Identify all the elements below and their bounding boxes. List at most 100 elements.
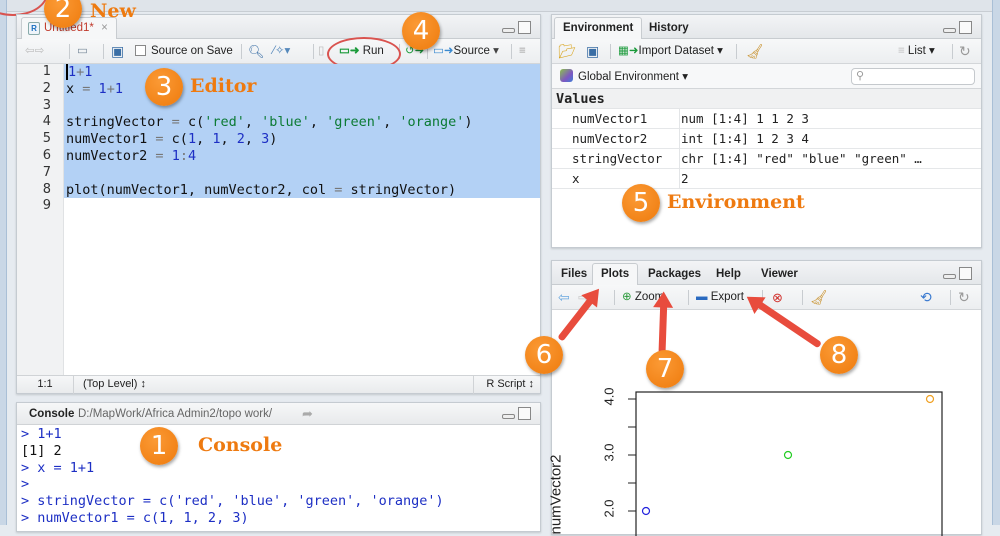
annotation-badge-7: 7 xyxy=(646,350,684,388)
code-line-2: x = 1+1 xyxy=(64,80,540,98)
maximize-icon[interactable] xyxy=(959,21,972,34)
import-dataset-button[interactable]: ▦➜Import Dataset ▾ xyxy=(618,45,723,57)
code-line-3 xyxy=(64,97,540,115)
environment-window-controls[interactable] xyxy=(943,21,975,35)
environment-search-input[interactable]: ⚲ xyxy=(851,68,975,85)
export-image-icon: ▬ xyxy=(696,291,708,303)
global-environment-dropdown[interactable]: Global Environment ▾ xyxy=(560,69,688,83)
outline-icon[interactable]: ≡ xyxy=(519,45,526,57)
annotation-badge-4: 4 xyxy=(402,12,440,50)
window-top-strip xyxy=(7,0,992,12)
editor-window-controls[interactable] xyxy=(502,21,534,35)
minimize-icon[interactable] xyxy=(502,414,515,419)
source-on-save-checkbox[interactable]: Source on Save xyxy=(135,43,233,60)
maximize-icon[interactable] xyxy=(518,407,531,420)
console-line: > x = 1+1 xyxy=(21,459,95,476)
code-line-7 xyxy=(64,164,540,182)
environment-toolbar: 📂︎ ▣ ▦➜Import Dataset ▾ 🧹︎ ≡ List ▾ ↻ xyxy=(552,39,981,64)
line-number-gutter: 1 2 3 4 5 6 7 8 9 xyxy=(17,64,64,375)
list-view-button[interactable]: ≡ List ▾ xyxy=(898,45,935,57)
annotation-badge-1: 1 xyxy=(140,427,178,465)
source-arrow-icon: ▭➜ xyxy=(433,45,454,57)
scatter-plot xyxy=(628,391,943,536)
tab-packages[interactable]: Packages xyxy=(648,268,702,280)
code-line-4: stringVector = c('red', 'blue', 'green',… xyxy=(64,114,540,132)
refresh-icon[interactable]: ↻ xyxy=(959,43,971,59)
back-arrow-icon[interactable]: ⇦⇨ xyxy=(25,45,45,57)
code-line-8: plot(numVector1, numVector2, col = strin… xyxy=(64,181,540,199)
minimize-icon[interactable] xyxy=(502,28,515,33)
minimize-icon[interactable] xyxy=(943,274,956,279)
cursor-position: 1:1 xyxy=(37,378,53,390)
environment-scope-bar: Global Environment ▾ ⚲ xyxy=(552,64,981,89)
tab-help[interactable]: Help xyxy=(716,268,741,280)
file-type-selector[interactable]: R Script ↕ xyxy=(486,378,534,390)
tab-untitled1[interactable]: R Untitled1* × xyxy=(21,17,117,39)
close-tab-icon[interactable]: × xyxy=(101,22,108,34)
go-to-directory-icon[interactable]: ➦ xyxy=(302,406,313,421)
code-line-5: numVector1 = c(1, 1, 2, 3) xyxy=(64,131,540,148)
console-header: Console D:/MapWork/Africa Admin2/topo wo… xyxy=(17,403,540,425)
editor-toolbar: ⇦⇨ ▭ ▣ Source on Save 🔍︎ ⁄✧▾ ▯ ▭➜ Run ↺➜… xyxy=(17,39,540,64)
y-axis-label: numVector2 xyxy=(547,454,565,535)
editor-tabbar: R Untitled1* × xyxy=(17,15,540,39)
console-path: D:/MapWork/Africa Admin2/topo work/ xyxy=(78,408,273,420)
y-tick-2: 2.0 xyxy=(601,499,617,518)
clear-plots-broom-icon[interactable]: 🧹︎ xyxy=(810,289,828,305)
source-button[interactable]: ▭➜Source ▾ xyxy=(433,45,499,57)
code-editor[interactable]: 1+1 x = 1+1 stringVector = c('red', 'blu… xyxy=(64,64,540,215)
open-folder-icon[interactable]: 📂︎ xyxy=(558,43,576,59)
values-section-header: Values xyxy=(552,89,981,109)
code-line-1: 1+1 xyxy=(64,64,540,81)
annotation-badge-8: 8 xyxy=(820,336,858,374)
console-line: > numVector1 = c(1, 1, 2, 3) xyxy=(21,509,249,526)
save-icon[interactable]: ▣ xyxy=(111,43,125,59)
y-tick-4: 4.0 xyxy=(601,387,617,406)
console-title: Console xyxy=(29,408,75,420)
remove-plot-icon[interactable]: ⊗ xyxy=(772,290,783,305)
annotation-label-new: New xyxy=(90,0,136,22)
annotation-label-console: Console xyxy=(198,434,283,456)
refresh-icon[interactable]: ↻ xyxy=(958,289,970,305)
console-pane: Console D:/MapWork/Africa Admin2/topo wo… xyxy=(16,402,541,532)
code-line-6: numVector2 = 1:4 xyxy=(64,147,540,165)
tab-plots[interactable]: Plots xyxy=(592,263,639,285)
tab-environment[interactable]: Environment xyxy=(554,17,643,39)
minimize-icon[interactable] xyxy=(943,28,956,33)
console-window-controls[interactable] xyxy=(502,407,534,421)
maximize-icon[interactable] xyxy=(518,21,531,34)
compile-icon[interactable]: ▯ xyxy=(318,45,325,57)
save-workspace-icon[interactable]: ▣ xyxy=(586,43,600,59)
tab-history[interactable]: History xyxy=(649,22,689,34)
previous-plot-icon[interactable]: ⇦ xyxy=(558,289,570,305)
plots-tabbar: Files Plots Packages Help Viewer xyxy=(552,261,981,285)
plots-window-controls[interactable] xyxy=(943,267,975,281)
plot-canvas: 4.0 3.0 2.0 numVector2 xyxy=(548,310,981,536)
code-tools-wand-icon[interactable]: ⁄✧▾ xyxy=(273,45,291,57)
code-line-9 xyxy=(64,198,540,215)
plots-pane: Files Plots Packages Help Viewer ⇦ ⇨ ⊕ Z… xyxy=(548,260,982,536)
publish-icon[interactable]: ⟲ xyxy=(920,289,932,305)
console-line: > 1+1 xyxy=(21,426,62,442)
environment-tabbar: Environment History xyxy=(552,15,981,39)
y-tick-3: 3.0 xyxy=(601,443,617,462)
editor-statusbar: 1:1 (Top Level) ↕ R Script ↕ xyxy=(17,375,540,394)
console-output[interactable]: > 1+1 [1] 2 > x = 1+1 > > stringVector =… xyxy=(17,425,540,531)
scope-selector[interactable]: (Top Level) ↕ xyxy=(83,378,146,390)
export-button[interactable]: ▬ Export xyxy=(696,291,744,303)
table-import-icon: ▦➜ xyxy=(618,45,639,57)
show-in-window-icon[interactable]: ▭ xyxy=(77,45,88,57)
r-file-icon: R xyxy=(28,22,40,35)
search-icon[interactable]: 🔍︎ xyxy=(248,44,265,59)
tab-files[interactable]: Files xyxy=(561,268,588,280)
annotation-badge-3: 3 xyxy=(145,68,183,106)
search-icon: ⚲ xyxy=(856,70,865,82)
environment-cubes-icon xyxy=(560,69,573,82)
maximize-icon[interactable] xyxy=(959,267,972,280)
broom-clear-icon[interactable]: 🧹︎ xyxy=(746,43,764,59)
tab-viewer[interactable]: Viewer xyxy=(761,268,798,280)
